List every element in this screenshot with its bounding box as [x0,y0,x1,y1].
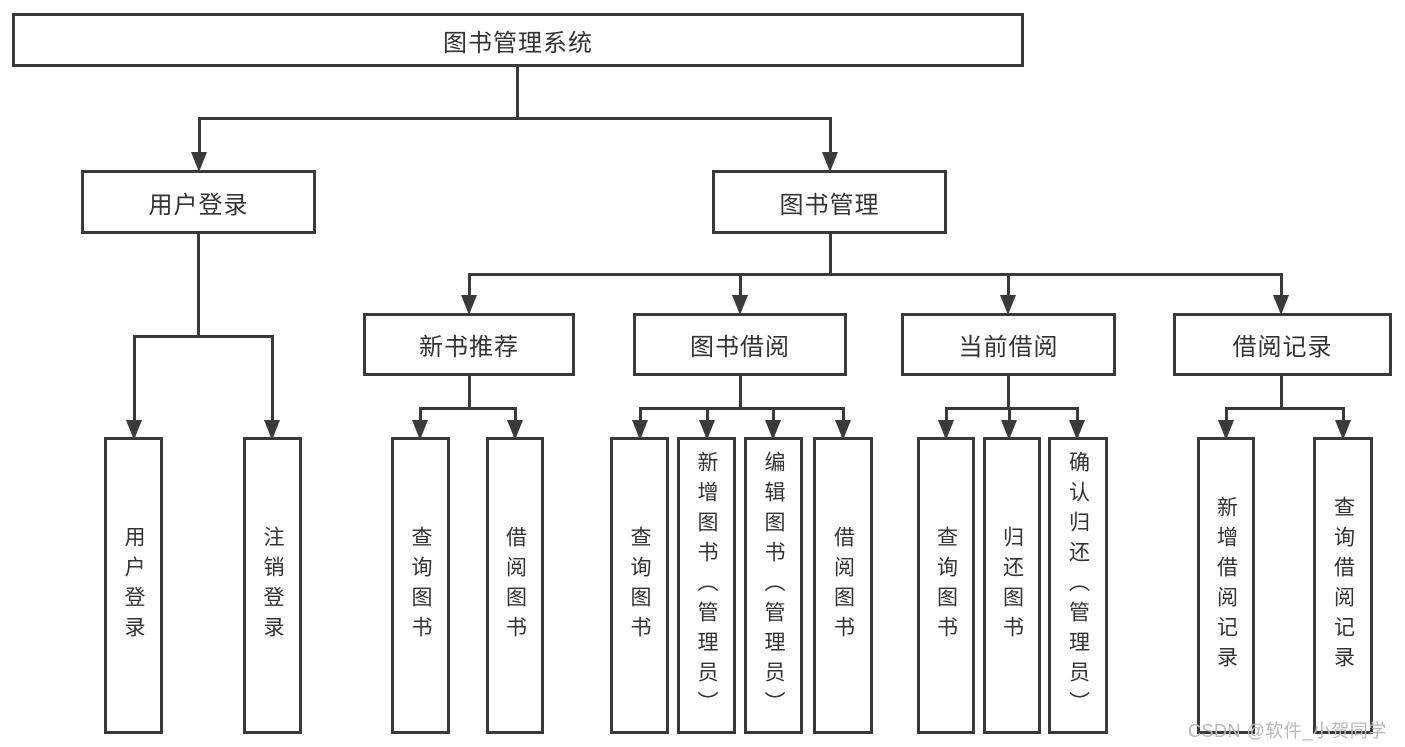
node-borrow-record-label: 借阅记录 [1232,334,1333,361]
node-user-login-leaf: 用户登录 [104,437,163,734]
query-book-1-arrow-down-icon [412,420,428,440]
connector-stem-book-mgmt [829,234,832,276]
node-query-book-3: 查询图书 [917,437,975,734]
connector-drop-borrow-book-2 [842,407,845,424]
node-new-book-rec-label: 新书推荐 [419,334,519,361]
connector-drop-query-book-2 [639,407,642,424]
node-new-book-rec: 新书推荐 [363,313,575,376]
node-book-borrow-label: 图书借阅 [690,334,790,361]
connector-drop-query-book-1 [419,407,422,424]
query-book-3-arrow-down-icon [938,420,954,440]
node-query-borrow-record-label: 查询借阅记录 [1331,495,1355,676]
connector-rail-current-borrow [945,407,1079,410]
node-borrow-book-2-label: 借阅图书 [831,525,855,646]
node-return-book: 归还图书 [983,437,1041,734]
connector-rail-new-book-rec [419,407,517,410]
connector-drop-add-borrow-record [1225,407,1228,424]
node-current-borrow-label: 当前借阅 [958,334,1059,361]
connector-drop-edit-book-admin [772,407,775,424]
csdn-watermark: CSDN @软件_小贺同学 [1188,721,1387,741]
node-query-book-1: 查询图书 [391,437,450,734]
connector-drop-new-book-rec [468,273,471,299]
book-borrow-arrow-down-icon [732,295,748,315]
connector-drop-user-login [198,117,201,156]
confirm-return-admin-arrow-down-icon [1069,420,1085,440]
connector-drop-borrow-book-1 [514,407,517,424]
current-borrow-arrow-down-icon [1000,295,1016,315]
connector-drop-query-borrow-record [1342,407,1345,424]
node-confirm-return-admin-label: 确认归还（管理员） [1066,450,1090,721]
borrow-book-1-arrow-down-icon [507,420,523,440]
connector-rail-book-borrow [639,407,845,410]
connector-rail-borrow-record [1225,407,1345,410]
connector-drop-book-mgmt [829,117,832,156]
return-book-arrow-down-icon [1001,420,1017,440]
borrow-record-arrow-down-icon [1273,295,1289,315]
node-edit-book-admin: 编辑图书（管理员） [744,437,803,734]
node-user-login: 用户登录 [81,170,316,234]
add-book-admin-arrow-down-icon [699,420,715,440]
connector-stem-current-borrow [1007,376,1010,410]
connector-stem-user-login [197,234,200,338]
connector-drop-current-borrow [1007,273,1010,299]
node-borrow-book-1: 借阅图书 [486,437,544,734]
node-query-book-2-label: 查询图书 [628,525,651,646]
connector-drop-query-book-3 [945,407,948,424]
node-query-book-1-label: 查询图书 [409,525,432,646]
node-logout-leaf: 注销登录 [243,437,302,734]
node-borrow-book-1-label: 借阅图书 [503,525,527,646]
node-borrow-book-2: 借阅图书 [813,437,873,734]
edit-book-admin-arrow-down-icon [765,420,781,440]
connector-stem-new-book-rec [468,376,471,410]
node-add-book-admin: 新增图书（管理员） [677,437,736,734]
connector-rail-book-mgmt [468,273,1283,276]
node-query-book-2: 查询图书 [610,437,669,734]
connector-drop-borrow-record [1280,273,1283,299]
node-confirm-return-admin: 确认归还（管理员） [1048,437,1108,734]
node-book-mgmt: 图书管理 [712,170,947,234]
node-user-login-label: 用户登录 [148,191,249,219]
node-add-book-admin-label: 新增图书（管理员） [695,450,718,721]
new-book-rec-arrow-down-icon [461,295,477,315]
connector-rail-user-login [133,335,274,338]
connector-drop-user-login-leaf [133,335,136,424]
node-return-book-label: 归还图书 [1000,525,1024,646]
connector-drop-return-book [1008,407,1011,424]
node-logout-leaf-label: 注销登录 [261,525,284,646]
query-borrow-record-arrow-down-icon [1335,420,1351,440]
logout-leaf-arrow-down-icon [264,420,280,440]
book-mgmt-arrow-down-icon [822,152,838,172]
user-login-arrow-down-icon [191,152,207,172]
node-book-borrow: 图书借阅 [633,313,847,376]
node-system-label: 图书管理系统 [443,29,593,57]
user-login-leaf-arrow-down-icon [126,420,142,440]
node-system: 图书管理系统 [12,13,1024,67]
node-book-mgmt-label: 图书管理 [779,191,880,219]
node-add-borrow-record-label: 新增借阅记录 [1214,495,1238,676]
connector-rail-system [198,117,832,120]
connector-stem-borrow-record [1280,376,1283,410]
connector-stem-system [516,67,519,120]
node-add-borrow-record: 新增借阅记录 [1197,437,1255,734]
node-query-book-3-label: 查询图书 [934,525,958,646]
connector-drop-book-borrow [739,273,742,299]
borrow-book-2-arrow-down-icon [835,420,851,440]
node-user-login-leaf-label: 用户登录 [122,525,145,646]
node-query-borrow-record: 查询借阅记录 [1313,437,1373,734]
connector-stem-book-borrow [739,376,742,410]
query-book-2-arrow-down-icon [632,420,648,440]
connector-drop-logout-leaf [271,335,274,424]
node-edit-book-admin-label: 编辑图书（管理员） [762,450,785,721]
connector-drop-confirm-return-admin [1076,407,1079,424]
node-borrow-record: 借阅记录 [1173,313,1392,376]
connector-drop-add-book-admin [706,407,709,424]
node-current-borrow: 当前借阅 [901,313,1116,376]
add-borrow-record-arrow-down-icon [1218,420,1234,440]
